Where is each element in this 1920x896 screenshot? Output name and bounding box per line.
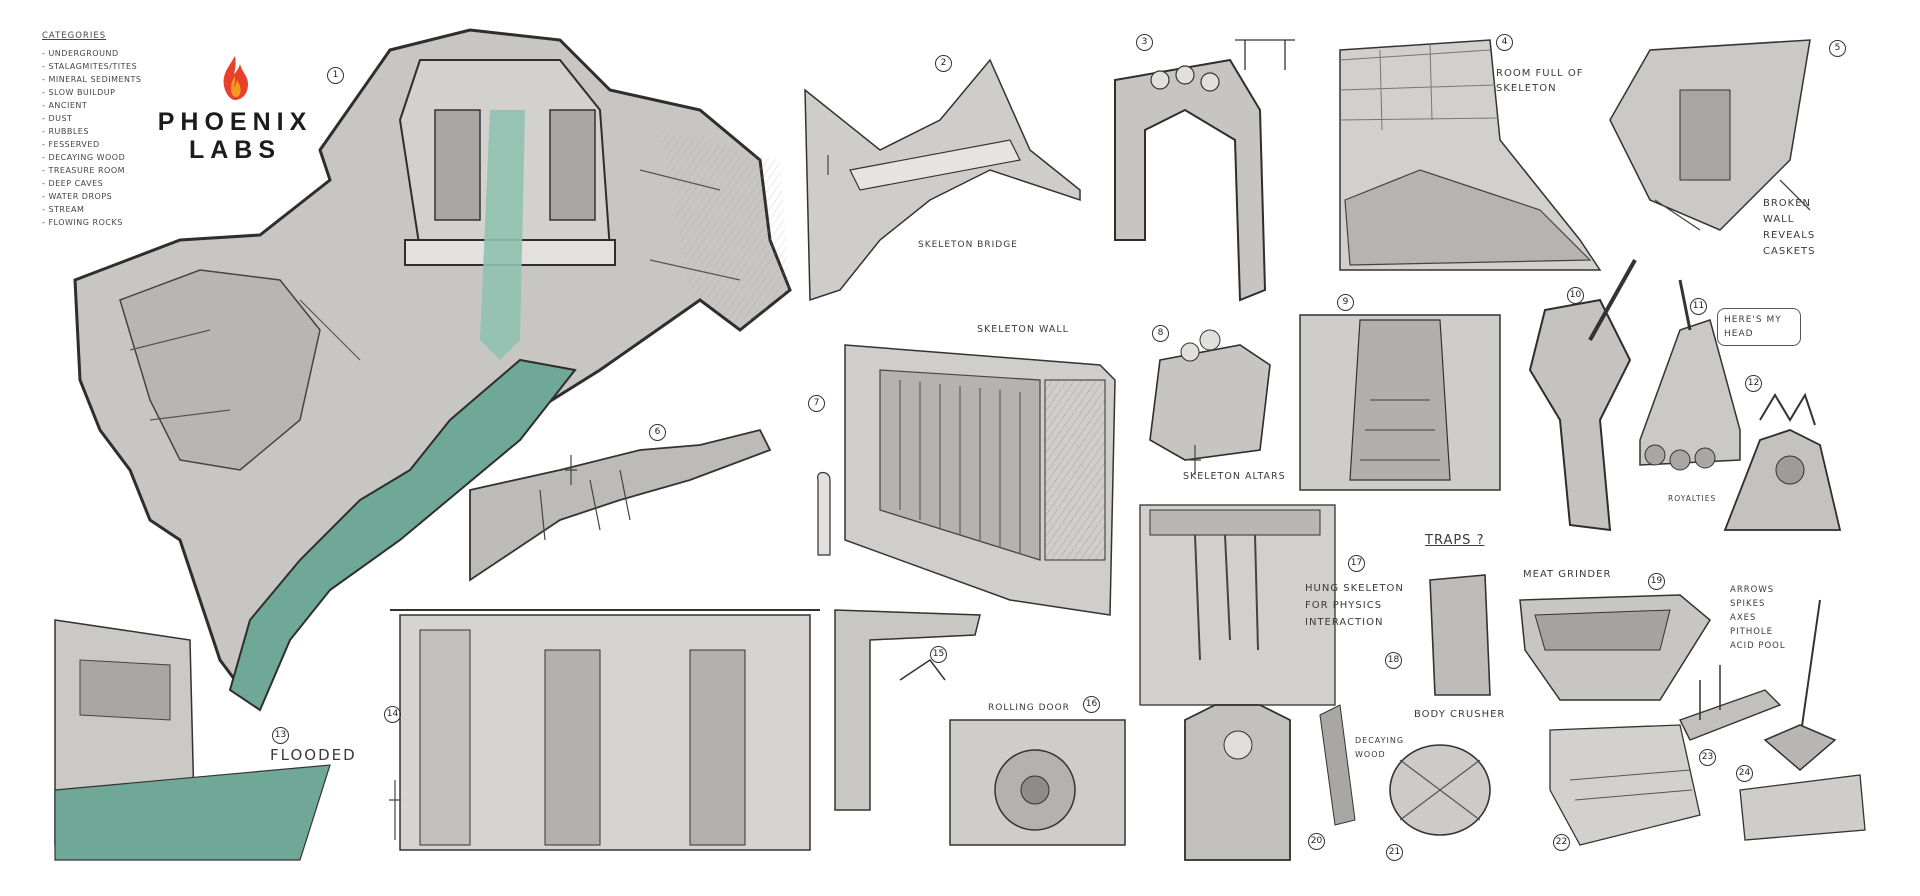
category-item: DECAYING WOOD xyxy=(42,151,142,164)
sketch-skeleton-arch xyxy=(1114,39,1295,302)
categories-title: CATEGORIES xyxy=(42,31,107,41)
sketch-skeleton-pile xyxy=(1639,279,1741,471)
label-hung-skeleton: HUNG SKELETON FOR PHYSICS INTERACTION xyxy=(1305,583,1404,628)
panel-number: 8 xyxy=(1152,325,1169,342)
sketch-body-crusher xyxy=(1429,574,1491,696)
logo-text-line2: LABS xyxy=(188,136,282,164)
sketch-branch-bridge xyxy=(469,428,772,582)
sketch-corner-wall xyxy=(834,609,981,811)
sketch-skull-throne xyxy=(1723,392,1842,531)
traps-list: ARROWS SPIKES AXES PITHOLE ACID POOL xyxy=(1730,583,1786,653)
label-skeleton-room: ROOM FULL OF SKELETON xyxy=(1496,68,1584,94)
panel-number: 17 xyxy=(1348,555,1365,572)
sketch-skeleton-room xyxy=(1339,39,1602,271)
panel-number: 4 xyxy=(1496,34,1513,51)
label-broken-wall: BROKEN WALL REVEALS CASKETS xyxy=(1763,198,1816,257)
label-rolling-door: ROLLING DOOR xyxy=(988,703,1070,713)
category-item: SLOW BUILDUP xyxy=(42,86,142,99)
sketch-skeleton-bridge xyxy=(804,58,1081,302)
trap-item: SPIKES xyxy=(1730,599,1766,609)
categories-list: CATEGORIES UNDERGROUND STALAGMITES/TITES… xyxy=(42,30,142,229)
category-item: MINERAL SEDIMENTS xyxy=(42,73,142,86)
trap-item: PITHOLE xyxy=(1730,627,1774,637)
label-skeleton-bridge: SKELETON BRIDGE xyxy=(918,240,1018,250)
sketch-round-plate xyxy=(1389,744,1491,836)
sketch-skeleton-wall xyxy=(817,344,1116,616)
phoenix-labs-logo: PHOENIX LABS xyxy=(150,54,320,164)
sketch-tomb-wall xyxy=(390,609,820,851)
trap-item: ACID POOL xyxy=(1730,641,1786,651)
sketch-rolling-door xyxy=(949,719,1126,846)
label-skeleton-wall: SKELETON WALL xyxy=(977,324,1069,335)
panel-number: 2 xyxy=(935,55,952,72)
category-item: UNDERGROUND xyxy=(42,47,142,60)
sketch-temple-cliff xyxy=(73,28,792,712)
category-item: FLOWING ROCKS xyxy=(42,216,142,229)
panel-number: 3 xyxy=(1136,34,1153,51)
label-flooded: FLOODED xyxy=(270,746,357,764)
sketch-skeleton-pillar xyxy=(1528,259,1637,532)
label-decaying-wood: DECAYING WOOD xyxy=(1355,736,1405,759)
sketch-swinging-axe xyxy=(1739,599,1866,841)
category-item: FESSERVED xyxy=(42,138,142,151)
label-body-crusher: BODY CRUSHER xyxy=(1414,709,1506,720)
logo-text-line1: PHOENIX xyxy=(157,108,313,136)
trap-item: ARROWS xyxy=(1730,585,1775,595)
sketch-spike-platform xyxy=(1679,665,1782,741)
sketch-skull-door xyxy=(1184,704,1356,861)
panel-number: 10 xyxy=(1567,287,1584,304)
label-skeleton-altars: SKELETON ALTARS xyxy=(1183,471,1286,482)
panel-number: 6 xyxy=(649,424,666,441)
panel-number: 1 xyxy=(327,67,344,84)
panel-number: 13 xyxy=(272,727,289,744)
speech-bubble: HERE'S MY HEAD xyxy=(1717,308,1801,346)
sketch-spike-floor xyxy=(1549,724,1701,846)
traps-title: TRAPS ? xyxy=(1425,533,1485,548)
panel-number: 16 xyxy=(1083,696,1100,713)
panel-number: 15 xyxy=(930,646,947,663)
panel-number: 24 xyxy=(1736,765,1753,782)
panel-number: 20 xyxy=(1308,833,1325,850)
sketch-broken-wall xyxy=(1609,39,1811,231)
panel-number: 11 xyxy=(1690,298,1707,315)
category-item: DEEP CAVES xyxy=(42,177,142,190)
category-item: STALAGMITES/TITES xyxy=(42,60,142,73)
category-item: RUBBLES xyxy=(42,125,142,138)
panel-number: 22 xyxy=(1553,834,1570,851)
category-item: STREAM xyxy=(42,203,142,216)
panel-number: 21 xyxy=(1386,844,1403,861)
sketch-altar-room xyxy=(1299,314,1501,491)
panel-number: 18 xyxy=(1385,652,1402,669)
scale-figures xyxy=(389,445,1201,840)
category-item: TREASURE ROOM xyxy=(42,164,142,177)
panel-number: 12 xyxy=(1745,375,1762,392)
flame-icon xyxy=(223,56,248,100)
label-royalties: ROYALTIES xyxy=(1668,494,1717,503)
label-meat-grinder: MEAT GRINDER xyxy=(1523,569,1612,580)
panel-number: 5 xyxy=(1829,40,1846,57)
panel-number: 7 xyxy=(808,395,825,412)
sketch-meat-grinder xyxy=(1519,594,1711,701)
panel-number: 14 xyxy=(384,706,401,723)
panel-number: 9 xyxy=(1337,294,1354,311)
sketch-flooded-building xyxy=(54,619,331,861)
sketch-skeleton-altar xyxy=(1149,329,1271,461)
panel-number: 23 xyxy=(1699,749,1716,766)
panel-number: 19 xyxy=(1648,573,1665,590)
sketch-hung-skeleton xyxy=(1139,504,1336,706)
category-item: DUST xyxy=(42,112,142,125)
category-item: WATER DROPS xyxy=(42,190,142,203)
trap-item: AXES xyxy=(1730,613,1757,623)
category-item: ANCIENT xyxy=(42,99,142,112)
